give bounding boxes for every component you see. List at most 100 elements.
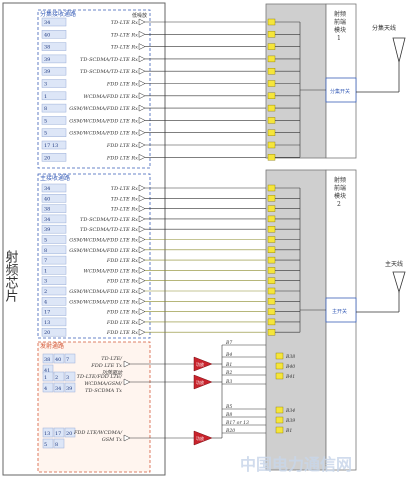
rx-path-label: WCDMA/FDD LTE Rx [83,268,138,274]
filter-block [267,256,276,264]
rx-path-label: TD-LTE Rx [111,20,138,26]
band-tag: B20 [225,428,235,434]
rx-band-number: 39 [44,227,50,233]
lna-symbol [138,277,146,285]
rx-band-box [41,140,67,150]
filter-block [267,92,276,100]
tx-band-number: 1 [44,375,47,381]
tx-driver-symbol [123,360,131,368]
main-rx-group [37,173,151,339]
lna-symbol [138,55,146,63]
filter-block [267,246,276,254]
tx-band-box [53,353,65,364]
filter-block [267,205,276,212]
tx-band-box [42,438,54,449]
power-amplifier-symbol [193,430,213,446]
tx-driver-symbol [123,434,131,442]
rx-path-label: FDD LTE Rx [106,258,138,264]
lna-symbol [138,328,146,336]
rx-band-box [41,286,67,296]
rf-chip-box [2,2,166,476]
main-switch-label: 主开关 [332,308,347,315]
rx-path-label: GSM/WCDMA/FDD LTE Rx [69,299,138,305]
tx-band-box [42,371,54,382]
filter-block [275,372,284,380]
rx-path-label: FDD LTE Rx [106,155,138,161]
rx-path-label: FDD LTE Rx [106,330,138,336]
module-band-tag: B1 [285,428,292,434]
diversity-antenna-icon [356,37,406,93]
rx-path-label: WCDMA/FDD LTE Rx [83,94,138,100]
rx-band-number: 39 [44,57,50,63]
rx-band-number: 34 [44,20,50,26]
filter-block [267,18,276,26]
module-band-tag: B34 [285,408,295,414]
filter-block [267,184,276,192]
diversity-rx-title: 分集接收通路 [40,10,76,18]
module-band-tag: B38 [285,354,295,360]
rx-path-label: GSM/WCDMA/FDD LTE Rx [69,118,138,124]
tx-band-number: 2 [55,375,58,381]
tx-band-box [64,427,76,438]
lna-symbol [138,116,146,124]
rx-path-label: TD-SCDMA/TD-LTE Rx [80,57,138,63]
filter-block [267,129,276,136]
rx-band-number: 2 [44,289,47,295]
band-tag: B5 [225,404,232,410]
tx-band-number: 3 [66,375,69,381]
tx-band-number: 13 [44,431,50,437]
rx-band-box [41,224,67,234]
rx-path-label: TD-LTE Rx [111,32,138,38]
lna-symbol [138,153,146,161]
lna-symbol [138,308,146,316]
filter-block [267,67,276,75]
filter-block [267,43,276,50]
band-tag: B3 [225,379,232,385]
main-antenna-icon [356,271,406,313]
tx-band-number: 17 [55,431,61,437]
tx-path-label: FDD LTE/WCDMA/ [73,430,123,436]
module-band-tag: B39 [285,418,295,424]
module-2-title-line2: 前端 [334,184,346,192]
rx-path-label: GSM/WCDMA/FDD LTE Rx [69,289,138,295]
band-tag: B2 [225,370,232,376]
rx-band-number: 5 [44,238,47,244]
tx-band-box [53,382,65,393]
rx-band-number: 3 [44,279,47,285]
tx-path-label: TD-SCDMA Tx [85,388,122,394]
tx-path-label: TD-LTE/ [101,356,123,362]
rx-band-box [41,317,67,327]
rx-band-box [41,66,67,76]
rx-band-number: 4 [44,299,47,305]
tx-band-number: 20 [66,431,72,437]
lna-symbol [138,104,146,112]
rx-path-label: TD-SCDMA/TD-LTE Rx [80,69,138,75]
lna-symbol [138,205,146,213]
module-1-title: 射频 前端 模块 1 [334,10,346,42]
tx-path-label: 功放驱动 [102,369,123,376]
filter-block [267,104,276,112]
rx-band-number: 1 [44,94,47,100]
filter-block [275,406,284,414]
rx-band-box [41,103,67,113]
lna-symbol [138,194,146,202]
module-2-title-line4: 2 [337,201,341,208]
filter-block [267,287,276,295]
rx-band-number: 8 [44,106,47,112]
diversity-switch-label: 分集开关 [330,88,350,95]
lna-symbol [138,30,146,38]
lna-symbol [138,92,146,100]
rx-path-label: FDD LTE Rx [106,143,138,149]
tx-band-box [53,427,65,438]
lna-symbol [138,67,146,75]
rx-path-label: TD-LTE Rx [111,186,138,192]
rx-band-box [41,153,67,162]
module-2-title-line1: 射频 [334,176,346,184]
main-switch [325,297,357,323]
band-tag: B1 [225,362,232,368]
rx-band-box [41,204,67,213]
lna-symbol [138,215,146,223]
tx-band-box [53,438,65,449]
tx-band-box [64,371,76,382]
